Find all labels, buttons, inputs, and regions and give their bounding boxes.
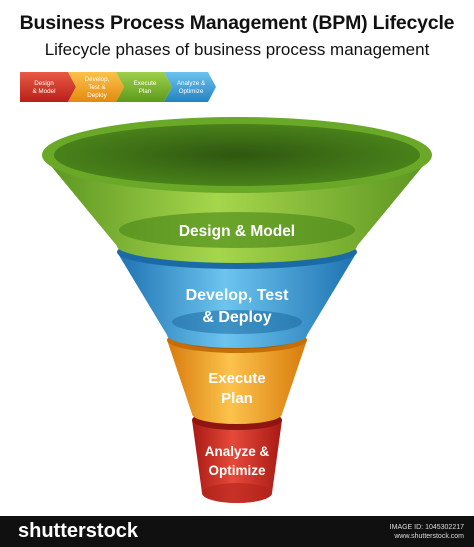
stage-label-execute: Execute: [208, 370, 266, 387]
svg-text:Design: Design: [34, 80, 54, 87]
stage-label-design-model: Design & Model: [179, 223, 295, 240]
stage-label-optimize: Optimize: [208, 463, 265, 478]
svg-text:Optimize: Optimize: [179, 88, 204, 95]
stage-label-plan: Plan: [221, 390, 253, 407]
page-subtitle: Lifecycle phases of business process man…: [44, 40, 430, 59]
image-id: IMAGE ID: 1045302217 www.shutterstock.co…: [390, 523, 464, 541]
legend-item-analyze-optimize: Analyze & Optimize: [164, 72, 216, 102]
phase-legend: Design & Model Develop, Test & Deploy Ex…: [20, 72, 216, 102]
stage-label-develop-test: Develop, Test: [186, 287, 290, 304]
shutterstock-logo: shutterstock: [18, 520, 139, 542]
legend-item-develop-test-deploy: Develop, Test & Deploy: [68, 72, 124, 102]
stage-label-deploy: & Deploy: [202, 309, 271, 326]
svg-text:Test &: Test &: [88, 84, 106, 91]
legend-item-design-model: Design & Model: [20, 72, 76, 102]
svg-text:Analyze &: Analyze &: [177, 80, 206, 87]
image-id-text: IMAGE ID: 1045302217: [389, 524, 464, 531]
footer-bar: shutterstock IMAGE ID: 1045302217 www.sh…: [0, 516, 474, 547]
legend-item-execute-plan: Execute Plan: [116, 72, 172, 102]
page-title: Business Process Management (BPM) Lifecy…: [19, 12, 455, 34]
svg-text:& Model: & Model: [32, 88, 55, 95]
svg-text:Deploy: Deploy: [87, 92, 107, 99]
funnel-diagram: Analyze & Optimize Execute Plan Develop,…: [42, 117, 432, 503]
stage-label-analyze: Analyze &: [205, 444, 270, 459]
site-text: www.shutterstock.com: [394, 533, 464, 540]
svg-text:Execute: Execute: [134, 80, 157, 87]
svg-text:Develop,: Develop,: [85, 76, 110, 83]
funnel-stage-design-model: Design & Model: [42, 117, 432, 263]
svg-text:Plan: Plan: [139, 88, 152, 95]
